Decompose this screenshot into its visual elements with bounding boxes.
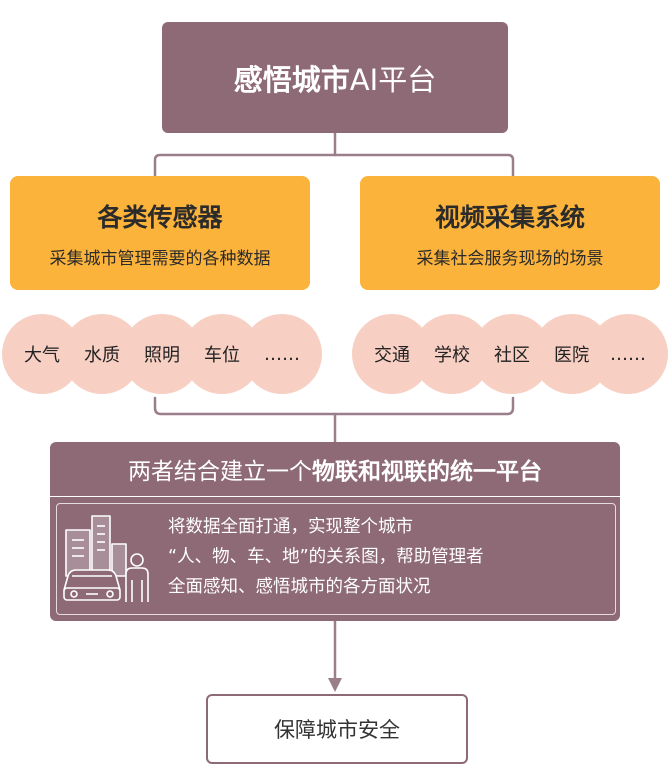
description-line-3: 全面感知、感悟城市的各方面状况 bbox=[168, 577, 431, 597]
right-circle-label: 社区 bbox=[494, 345, 530, 366]
right-circle-label: …… bbox=[610, 343, 646, 365]
description-panel-frame bbox=[56, 503, 616, 615]
unified-platform-band: 两者结合建立一个物联和视联的统一平台 bbox=[50, 442, 620, 496]
left-circle-label: 大气 bbox=[24, 345, 60, 366]
right-circle-2: 学校 bbox=[412, 314, 492, 394]
sensors-subtitle: 采集城市管理需要的各种数据 bbox=[49, 248, 271, 269]
video-system-subtitle: 采集社会服务现场的场景 bbox=[416, 248, 604, 269]
right-circle-5: …… bbox=[588, 314, 668, 394]
city-car-person-icon bbox=[63, 515, 149, 602]
left-circle-5: …… bbox=[242, 314, 322, 394]
right-circle-label: 交通 bbox=[374, 345, 410, 366]
top-title-bold: 感悟城市 bbox=[233, 62, 350, 97]
video-system-title: 视频采集系统 bbox=[434, 202, 585, 232]
sensors-title: 各类传感器 bbox=[97, 202, 223, 232]
right-circle-label: 医院 bbox=[554, 345, 590, 366]
left-circle-label: 照明 bbox=[144, 345, 180, 366]
right-circle-label: 学校 bbox=[434, 345, 470, 366]
video-system-box: 视频采集系统 采集社会服务现场的场景 bbox=[360, 176, 660, 290]
description-line-1: 将数据全面打通，实现整个城市 bbox=[168, 517, 413, 537]
sensors-box: 各类传感器 采集城市管理需要的各种数据 bbox=[10, 176, 310, 290]
description-text: 将数据全面打通，实现整个城市 “人、物、车、地”的关系图，帮助管理者 全面感知、… bbox=[168, 512, 608, 602]
left-circle-4: 车位 bbox=[182, 314, 262, 394]
left-circle-label: …… bbox=[264, 343, 300, 365]
band-text-normal: 两者结合建立一个 bbox=[128, 459, 312, 485]
left-circle-label: 车位 bbox=[204, 345, 240, 366]
description-line-2: “人、物、车、地”的关系图，帮助管理者 bbox=[168, 547, 484, 567]
band-text-bold: 物联和视联的统一平台 bbox=[312, 459, 542, 485]
top-title-normal: AI平台 bbox=[349, 62, 437, 97]
city-safety-label: 保障城市安全 bbox=[274, 718, 400, 742]
left-circle-label: 水质 bbox=[84, 345, 120, 366]
city-safety-box: 保障城市安全 bbox=[206, 694, 468, 764]
